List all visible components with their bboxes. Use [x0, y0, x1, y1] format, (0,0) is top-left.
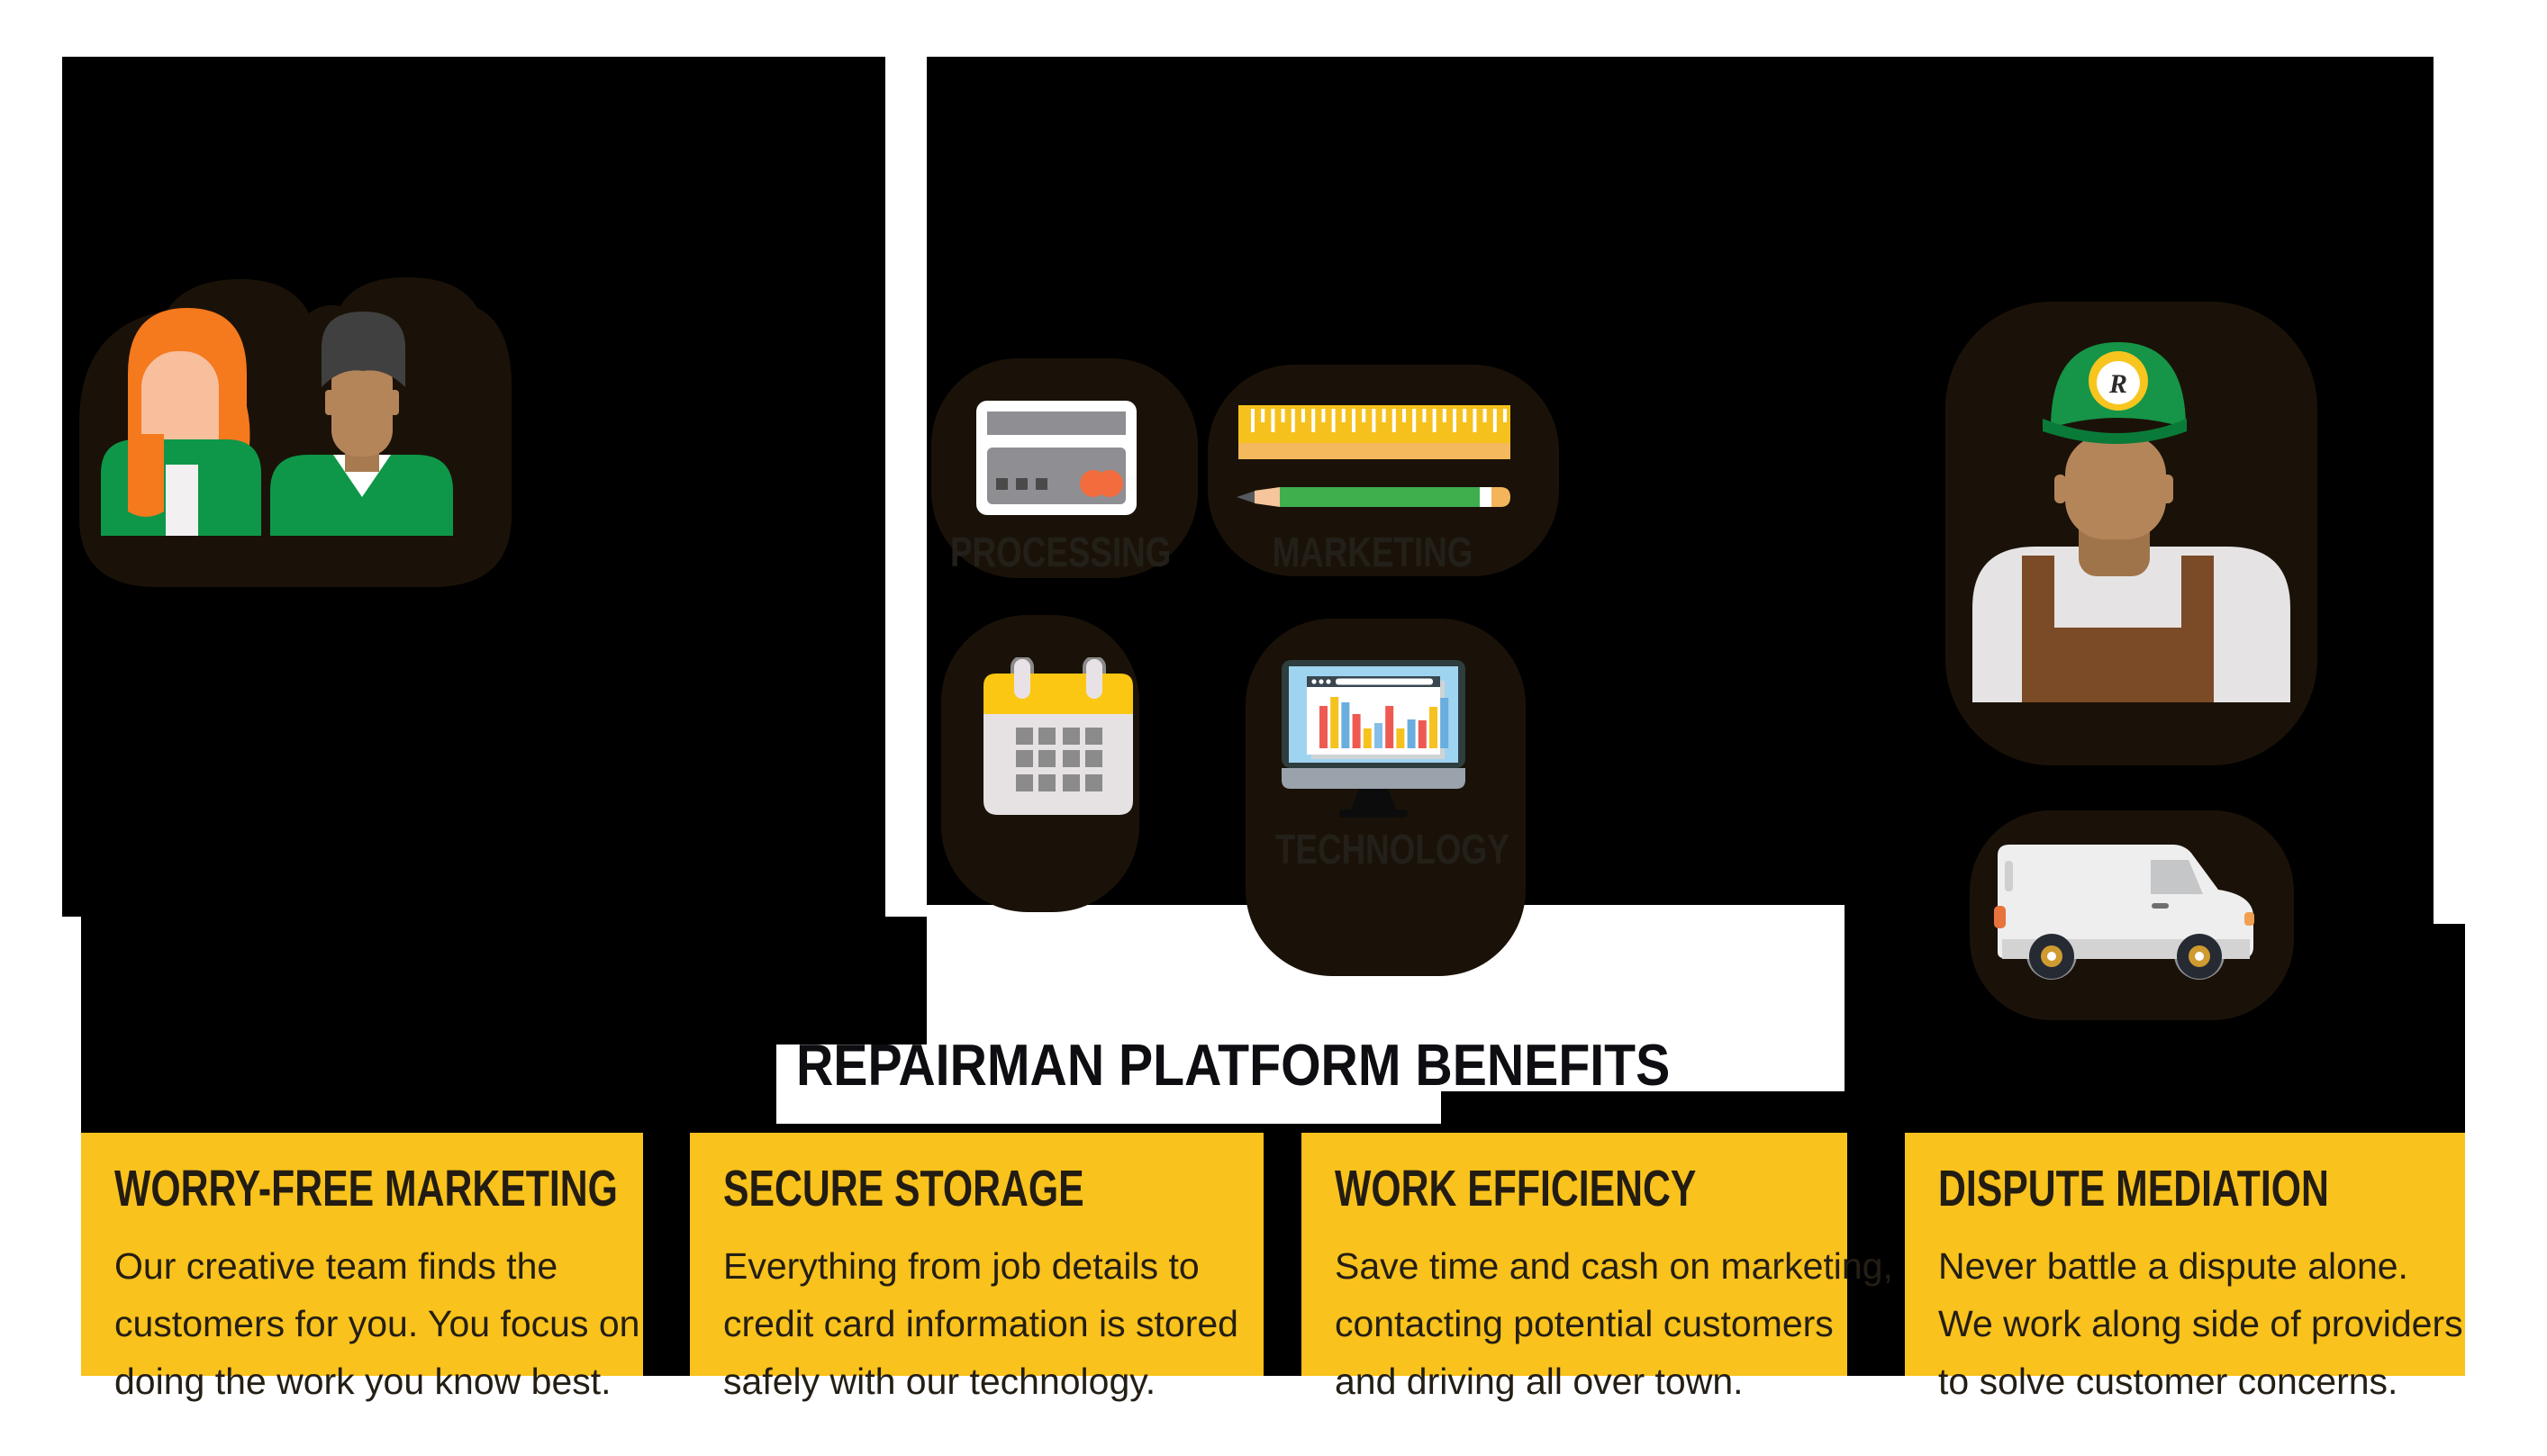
card-line: safely with our technology.	[723, 1361, 1156, 1402]
page-title: REPAIRMAN PLATFORM BENEFITS	[796, 1032, 1671, 1098]
card-line: credit card information is stored	[723, 1303, 1238, 1344]
card-heading: DISPUTE MEDIATION	[1938, 1160, 2329, 1217]
pencil-icon	[1237, 487, 1510, 507]
card-line: Our creative team finds the	[114, 1245, 558, 1287]
calendar-icon	[983, 657, 1133, 815]
left-of-title-block	[81, 1045, 776, 1128]
card-body: Our creative team finds the customers fo…	[114, 1237, 639, 1410]
card-line: Everything from job details to	[723, 1245, 1200, 1287]
service-van-icon	[1970, 810, 2294, 1020]
ruler-icon	[1238, 405, 1510, 459]
card-work-efficiency: WORK EFFICIENCY Save time and cash on ma…	[1301, 1133, 1893, 1402]
credit-card-icon	[976, 401, 1137, 515]
card-heading: WORRY-FREE MARKETING	[114, 1160, 618, 1217]
cap-badge-letter: R	[2108, 369, 2127, 399]
card-line: and driving all over town.	[1335, 1361, 1744, 1402]
card-line: We work along side of providers	[1938, 1303, 2463, 1344]
card-line: Never battle a dispute alone.	[1938, 1245, 2408, 1287]
monitor-icon	[1282, 660, 1465, 818]
card-line: to solve customer concerns.	[1938, 1361, 2398, 1402]
left-connector-block	[81, 917, 927, 1045]
card-heading: WORK EFFICIENCY	[1335, 1160, 1697, 1217]
team-people-icon	[79, 277, 512, 587]
technology-label: TECHNOLOGY	[1275, 826, 1509, 873]
card-body: Everything from job details to credit ca…	[723, 1237, 1238, 1410]
card-heading: SECURE STORAGE	[723, 1160, 1084, 1217]
card-line: contacting potential customers	[1335, 1303, 1834, 1344]
marketing-blob	[1208, 365, 1559, 576]
card-worry-free-marketing: WORRY-FREE MARKETING Our creative team f…	[81, 1133, 643, 1402]
repairman-icon: R	[1945, 302, 2317, 765]
card-body: Save time and cash on marketing, contact…	[1335, 1237, 1893, 1410]
card-line: customers for you. You focus on	[114, 1303, 640, 1344]
under-title-band	[1441, 1091, 1845, 1128]
ruler-ticks	[1251, 409, 1507, 432]
card-line: doing the work you know best.	[114, 1361, 612, 1402]
processing-label: PROCESSING	[950, 529, 1172, 575]
card-secure-storage: SECURE STORAGE Everything from job detai…	[690, 1133, 1264, 1402]
card-body: Never battle a dispute alone. We work al…	[1938, 1237, 2463, 1410]
marketing-label: MARKETING	[1272, 529, 1473, 575]
card-dispute-mediation: DISPUTE MEDIATION Never battle a dispute…	[1905, 1133, 2465, 1402]
monitor-chart-bars	[1319, 697, 1449, 748]
calendar-grid	[1016, 728, 1102, 791]
card-line: Save time and cash on marketing,	[1335, 1245, 1893, 1287]
